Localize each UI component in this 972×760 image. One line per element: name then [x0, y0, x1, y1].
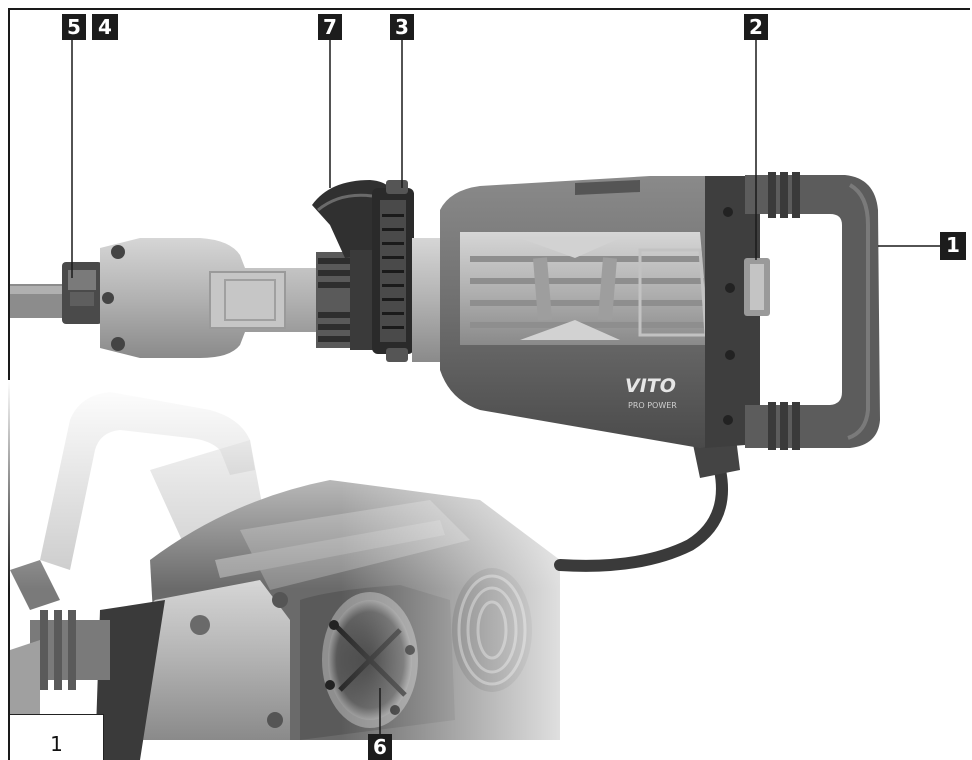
callout-4: 4 — [92, 14, 118, 40]
callout-7: 7 — [318, 14, 342, 40]
brand-logo: VITO — [625, 375, 676, 397]
tool-clamp-springs — [316, 252, 352, 348]
detail-view-grease-cap — [0, 380, 972, 760]
leader-lines — [71, 36, 940, 736]
callout-3: 3 — [390, 14, 414, 40]
figure-number: 1 — [10, 714, 104, 760]
callout-5: 5 — [62, 14, 86, 40]
callout-separator — [88, 14, 90, 40]
callout-2: 2 — [744, 14, 768, 40]
rear-handle — [745, 175, 880, 448]
callout-6: 6 — [368, 734, 392, 760]
callout-1: 1 — [940, 232, 966, 260]
demolition-hammer: VITO PRO POWER — [10, 172, 880, 572]
brand-subline: PRO POWER — [628, 401, 677, 410]
power-cord — [554, 464, 728, 572]
